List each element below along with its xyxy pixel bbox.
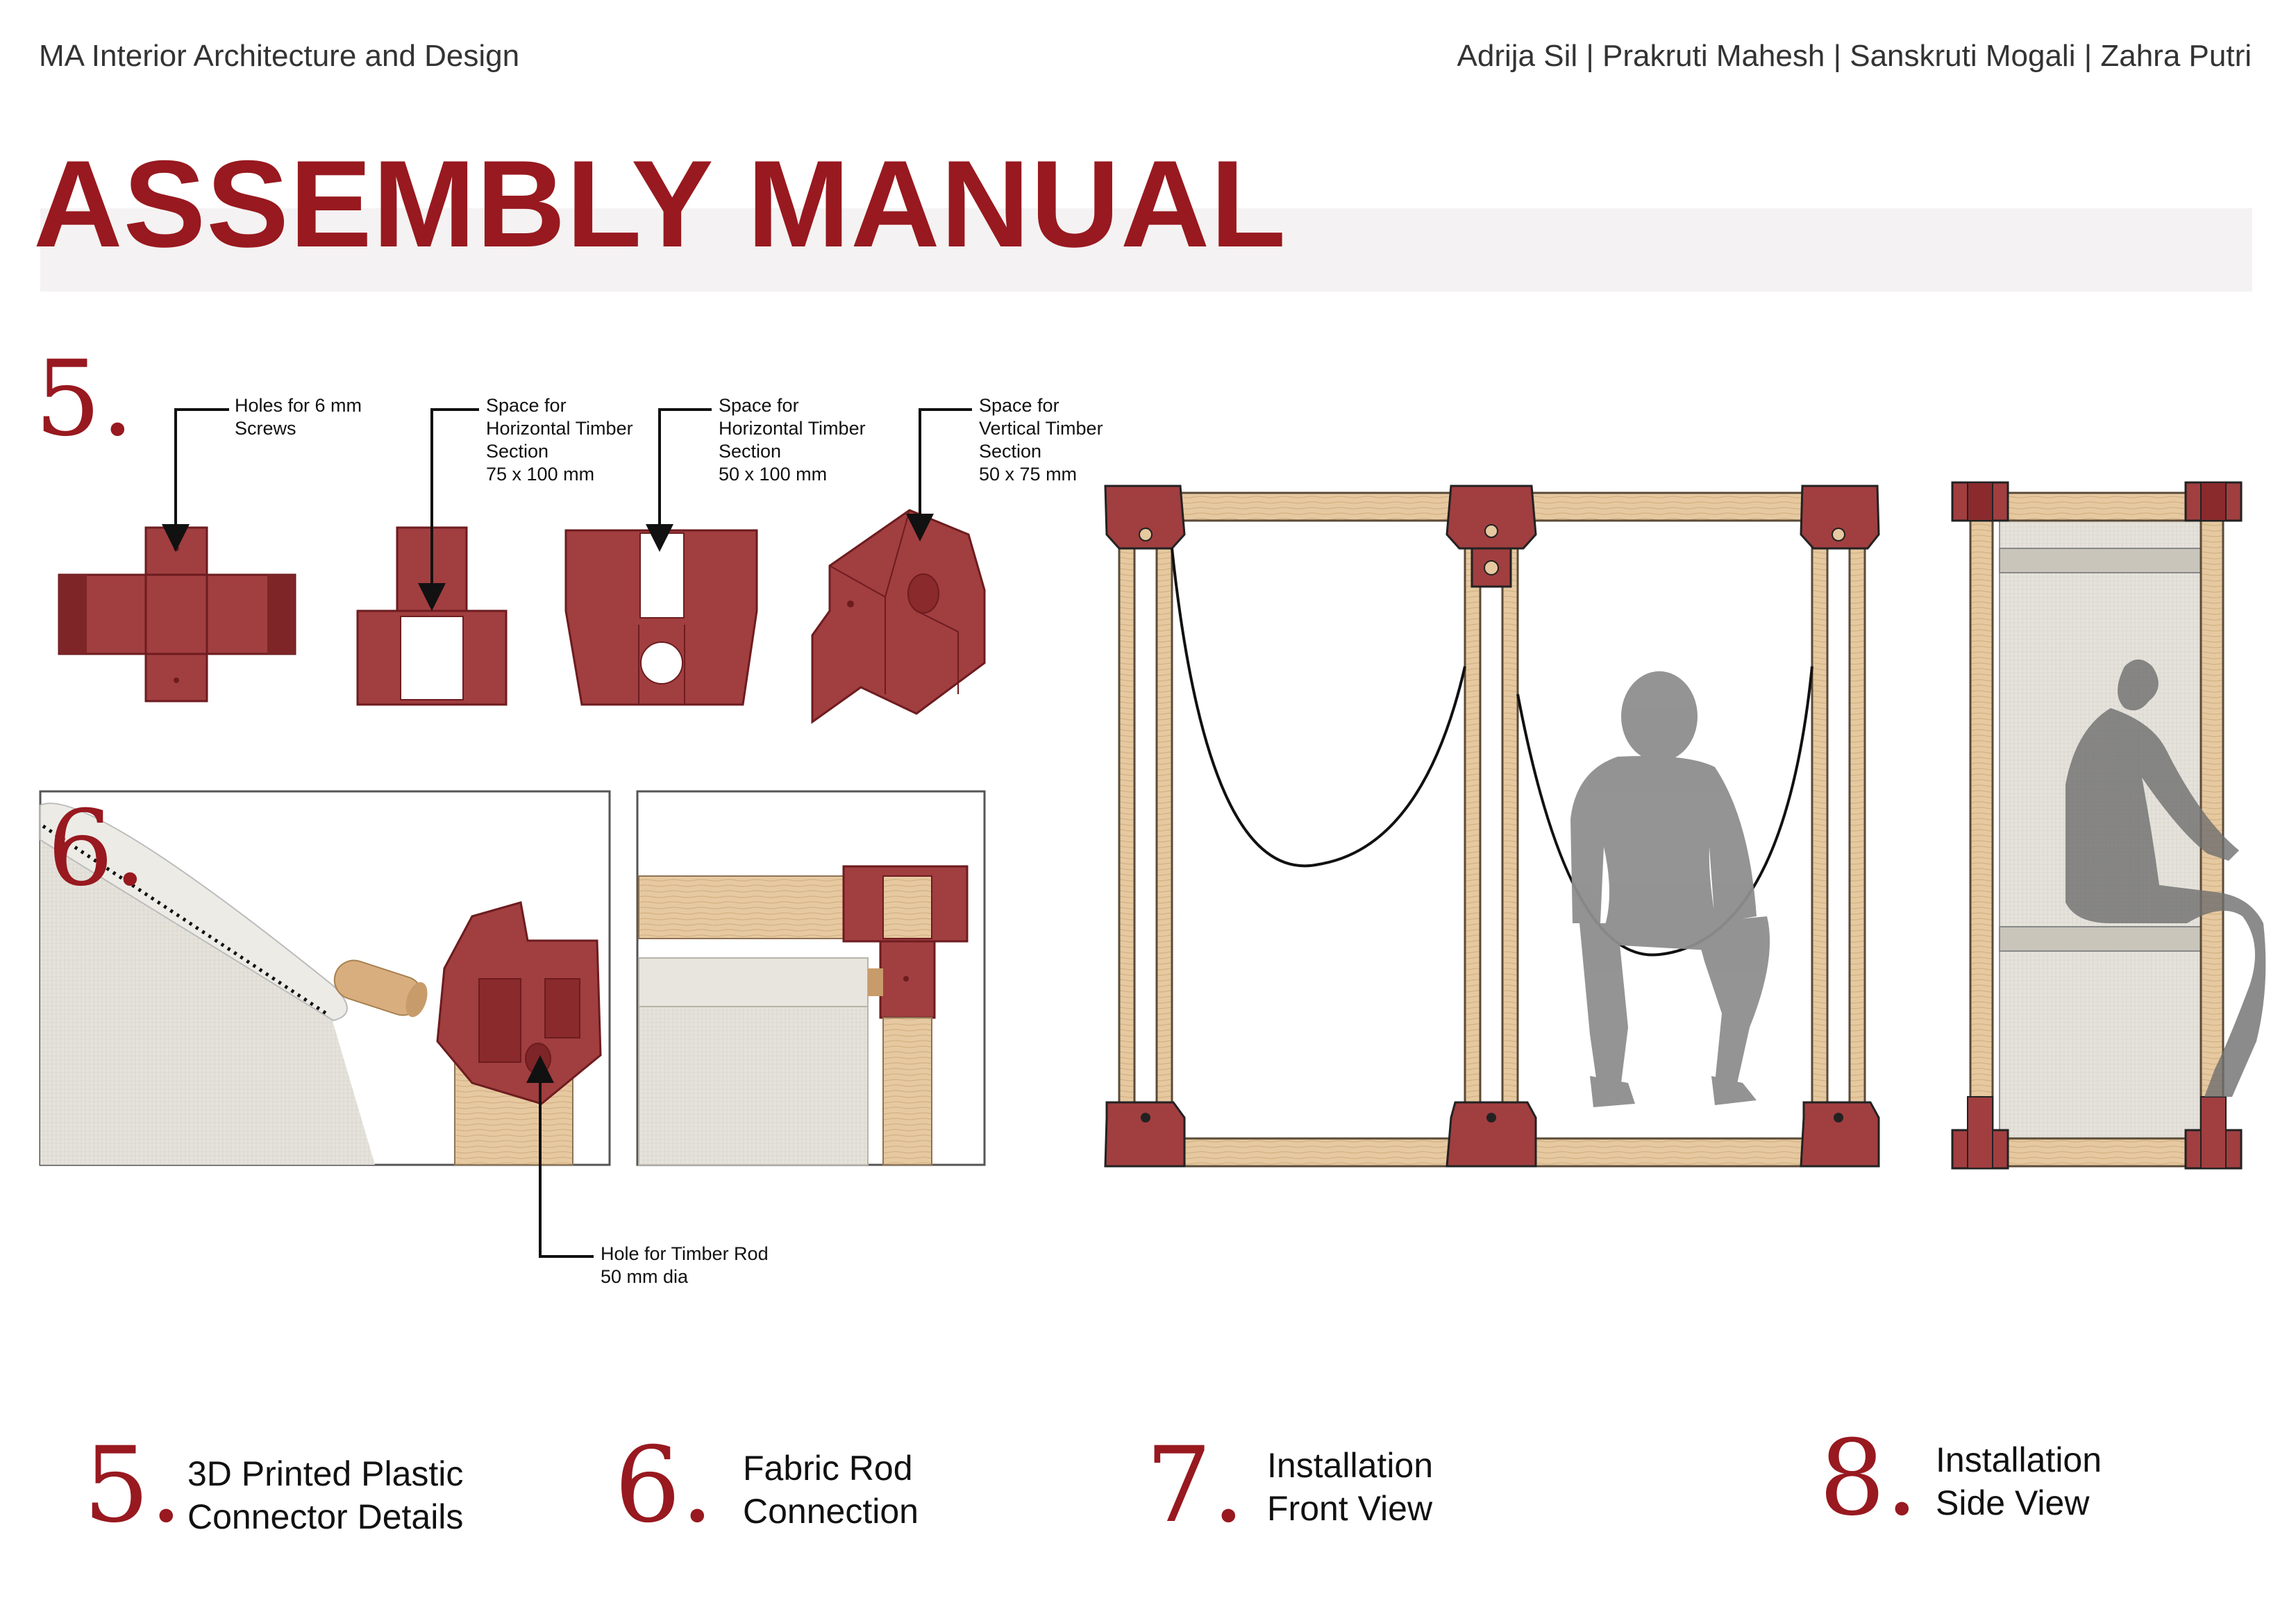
connector-vertical-iso — [811, 509, 986, 724]
step-number-6: 6. — [614, 1425, 714, 1546]
step-caption-7: Installation Front View — [1267, 1446, 1434, 1528]
connector-cross — [58, 526, 296, 703]
fabric-rod-detail-right — [636, 790, 986, 1166]
connector-horizontal-50 — [564, 529, 758, 706]
title-band — [40, 208, 2252, 292]
step6-diagram-marker: 6. — [47, 789, 147, 909]
annotation-vertical: Space for Vertical Timber Section 50 x 7… — [979, 395, 1103, 485]
person-seated-front-silhouette — [1570, 671, 1770, 1107]
program-name: MA Interior Architecture and Design — [39, 39, 520, 73]
annotation-horizontal-50: Space for Horizontal Timber Section 50 x… — [719, 395, 866, 485]
step-number-5: 5. — [83, 1425, 183, 1546]
step-number-7: 7. — [1146, 1425, 1246, 1546]
step5-diagram-marker: 5. — [35, 339, 135, 460]
annotation-horizontal-75: Space for Horizontal Timber Section 75 x… — [486, 395, 633, 485]
page-title: ASSEMBLY MANUAL — [33, 135, 1287, 273]
person-seated-side-silhouette — [2065, 659, 2266, 1097]
step-caption-8: Installation Side View — [1936, 1440, 2102, 1522]
annotation-screws: Holes for 6 mm Screws — [235, 395, 362, 439]
annotation-rod-hole: Hole for Timber Rod 50 mm dia — [601, 1243, 769, 1287]
step-caption-5: 3D Printed Plastic Connector Details — [187, 1454, 464, 1536]
leader-line-rod-hole — [526, 1055, 594, 1258]
step-number-8: 8. — [1819, 1418, 1919, 1539]
installation-front-view — [1104, 485, 1880, 1168]
authors-line: Adrija Sil | Prakruti Mahesh | Sanskruti… — [1457, 39, 2252, 73]
step-caption-6: Fabric Rod Connection — [743, 1449, 919, 1531]
fabric-rod-detail-left — [39, 790, 611, 1166]
installation-side-view — [1951, 481, 2243, 1170]
leader-lines-step5 — [162, 408, 972, 611]
